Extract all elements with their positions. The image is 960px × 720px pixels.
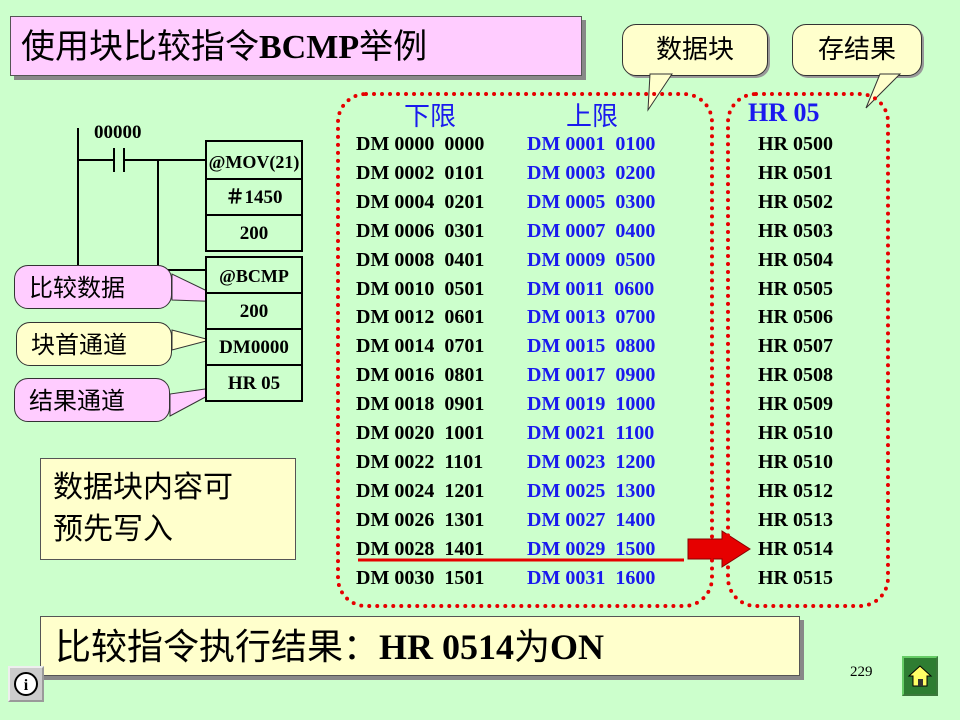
store-result-callout: 存结果 [792,24,922,76]
data-block-callout: 数据块 [622,24,768,76]
data-block-frame [336,92,714,608]
mov-dest: 200 [205,214,303,252]
hr-row: HR 0504 [758,248,833,271]
lower-row: DM 0010 0501 [356,277,485,300]
upper-row: DM 0021 1100 [527,422,655,445]
hr-row: HR 0500 [758,133,833,155]
home-button[interactable] [902,656,938,696]
upper-row: DM 0001 0100 [527,133,656,155]
compare-data-label: 比较数据 [14,265,172,309]
lower-row: DM 0008 0401 [356,248,485,271]
lower-row: DM 0028 1401 [356,537,485,560]
result-frame [726,92,890,608]
info-button[interactable]: i [8,666,44,702]
mov-source: ＃1450 [205,178,303,216]
upper-row: DM 0017 0900 [527,364,656,387]
title-suffix: 举例 [359,27,428,67]
title-text: 使用块比较指令 [21,27,259,67]
lower-row: DM 0014 0701 [356,335,485,358]
result-mid: 为 [514,627,551,668]
upper-row: DM 0023 1200 [527,450,656,473]
hr-row: HR 0513 [758,508,833,531]
bcmp-compare-data: 200 [205,292,303,330]
note-line-2: 预先写入 [53,512,173,547]
result-hr: HR 0514 [379,627,515,667]
lower-limit-header: 下限 [404,102,457,132]
bcmp-instruction: @BCMP [205,256,303,294]
lower-row: DM 0012 0601 [356,306,485,329]
bcmp-result: HR 05 [205,364,303,402]
title-code: BCMP [259,29,360,66]
lower-row: DM 0004 0201 [356,190,485,213]
mov-instruction: @MOV(21) [205,140,303,180]
hr-row: HR 0501 [758,161,833,184]
hr-row: HR 0512 [758,479,833,502]
result-on: ON [550,627,605,667]
hr-row: HR 0505 [758,277,833,300]
upper-row: DM 0019 1000 [527,393,656,416]
hr-column: HR 0500 HR 0501 HR 0502 HR 0503 HR 0504 HR 05… [758,130,833,593]
upper-row: DM 0003 0200 [527,161,656,184]
upper-row: DM 0015 0800 [527,335,656,358]
contact-label: 00000 [94,122,142,143]
data-block-label: 数据块 [655,35,734,65]
lower-limit-column: DM 0000 0000 DM 0002 0101 DM 0004 0201 DM 0… [356,130,484,593]
lower-row: DM 0006 0301 [356,219,485,242]
lower-row: DM 0020 1001 [356,422,485,445]
hr-row: HR 0510 [758,450,833,473]
upper-limit-column: DM 0001 0100 DM 0003 0200 DM 0005 0300 DM 0… [527,130,655,593]
lower-row: DM 0030 1501 [356,566,485,589]
hr-row: HR 0508 [758,364,833,387]
hr-row: HR 0509 [758,393,833,416]
upper-row: DM 0031 1600 [527,566,656,589]
svg-text:i: i [24,677,29,694]
hr-row: HR 0507 [758,335,833,358]
home-icon [907,665,933,687]
upper-row: DM 0013 0700 [527,306,656,329]
bcmp-block-start: DM0000 [205,328,303,366]
upper-row: DM 0005 0300 [527,190,656,213]
result-channel-label: 结果通道 [14,378,170,422]
lower-row: DM 0026 1301 [356,508,485,531]
lower-row: DM 0000 0000 [356,133,485,155]
lower-row: DM 0002 0101 [356,161,485,184]
lower-row: DM 0016 0801 [356,364,485,387]
lower-row: DM 0022 1101 [356,450,484,473]
lower-row: DM 0024 1201 [356,479,485,502]
result-banner: 比较指令执行结果：HR 0514为ON [40,616,800,676]
hr-row: HR 0515 [758,566,833,589]
upper-row: DM 0011 0600 [527,277,655,300]
note-line-1: 数据块内容可 [53,470,233,505]
upper-row: DM 0007 0400 [527,219,656,242]
result-prefix: 比较指令执行结果： [55,627,380,668]
info-icon: i [14,672,38,696]
hr-row: HR 0510 [758,422,833,445]
hr-row: HR 0502 [758,190,833,213]
upper-row: DM 0029 1500 [527,537,656,560]
hr-row: HR 0506 [758,306,833,329]
page-number: 229 [850,664,873,680]
note-box: 数据块内容可 预先写入 [40,458,296,560]
hr-header: HR 05 [748,98,820,127]
hr-row: HR 0503 [758,219,833,242]
upper-limit-header: 上限 [566,102,619,132]
hr-row: HR 0514 [758,537,833,560]
upper-row: DM 0027 1400 [527,508,656,531]
upper-row: DM 0009 0500 [527,248,656,271]
upper-row: DM 0025 1300 [527,479,656,502]
page-title: 使用块比较指令BCMP举例 [10,16,582,76]
block-start-label: 块首通道 [16,322,172,366]
store-result-label: 存结果 [817,35,896,65]
lower-row: DM 0018 0901 [356,393,485,416]
